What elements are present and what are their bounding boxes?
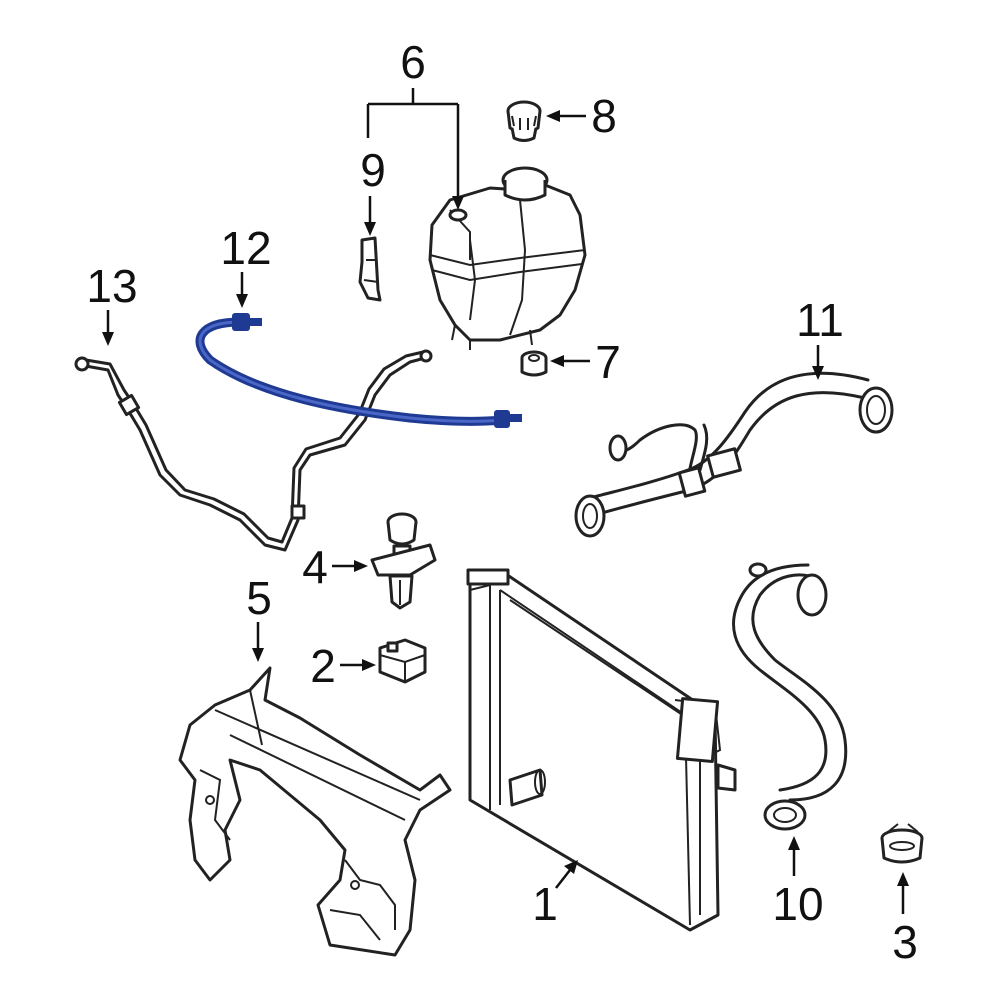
- callout-1: 1: [532, 878, 558, 930]
- part-11-upper-hose[interactable]: [574, 371, 894, 538]
- callout-4: 4: [302, 541, 328, 593]
- part-5-radiator-support[interactable]: [178, 666, 452, 957]
- callout-12: 12: [220, 222, 271, 274]
- part-13-bleed-pipe[interactable]: [74, 349, 433, 552]
- callout-5: 5: [246, 572, 272, 624]
- callout-8: 8: [591, 90, 617, 142]
- callout-11: 11: [796, 294, 844, 346]
- part-1-radiator[interactable]: [466, 568, 737, 932]
- part-10-lower-hose[interactable]: [732, 562, 848, 831]
- callout-7: 7: [595, 336, 621, 388]
- callout-labels: 6 9 8 12 13 7 11 4 5 2 1 10 3: [86, 36, 917, 968]
- part-3-cap[interactable]: [880, 823, 924, 864]
- callout-9: 9: [360, 144, 386, 196]
- part-2-bracket[interactable]: [378, 638, 427, 684]
- callout-3: 3: [892, 916, 918, 968]
- part-6-expansion-tank[interactable]: [428, 166, 587, 350]
- part-7-grommet[interactable]: [520, 350, 548, 377]
- part-9-clip[interactable]: [358, 236, 382, 302]
- part-12-hose-highlighted[interactable]: [195, 313, 522, 428]
- callout-2: 2: [310, 640, 336, 692]
- part-8-tank-cap[interactable]: [506, 100, 542, 142]
- callout-10: 10: [772, 878, 823, 930]
- callout-13: 13: [86, 260, 137, 312]
- leader-lines: [102, 88, 909, 914]
- part-4-valve[interactable]: [370, 512, 437, 610]
- callout-6: 6: [400, 36, 426, 88]
